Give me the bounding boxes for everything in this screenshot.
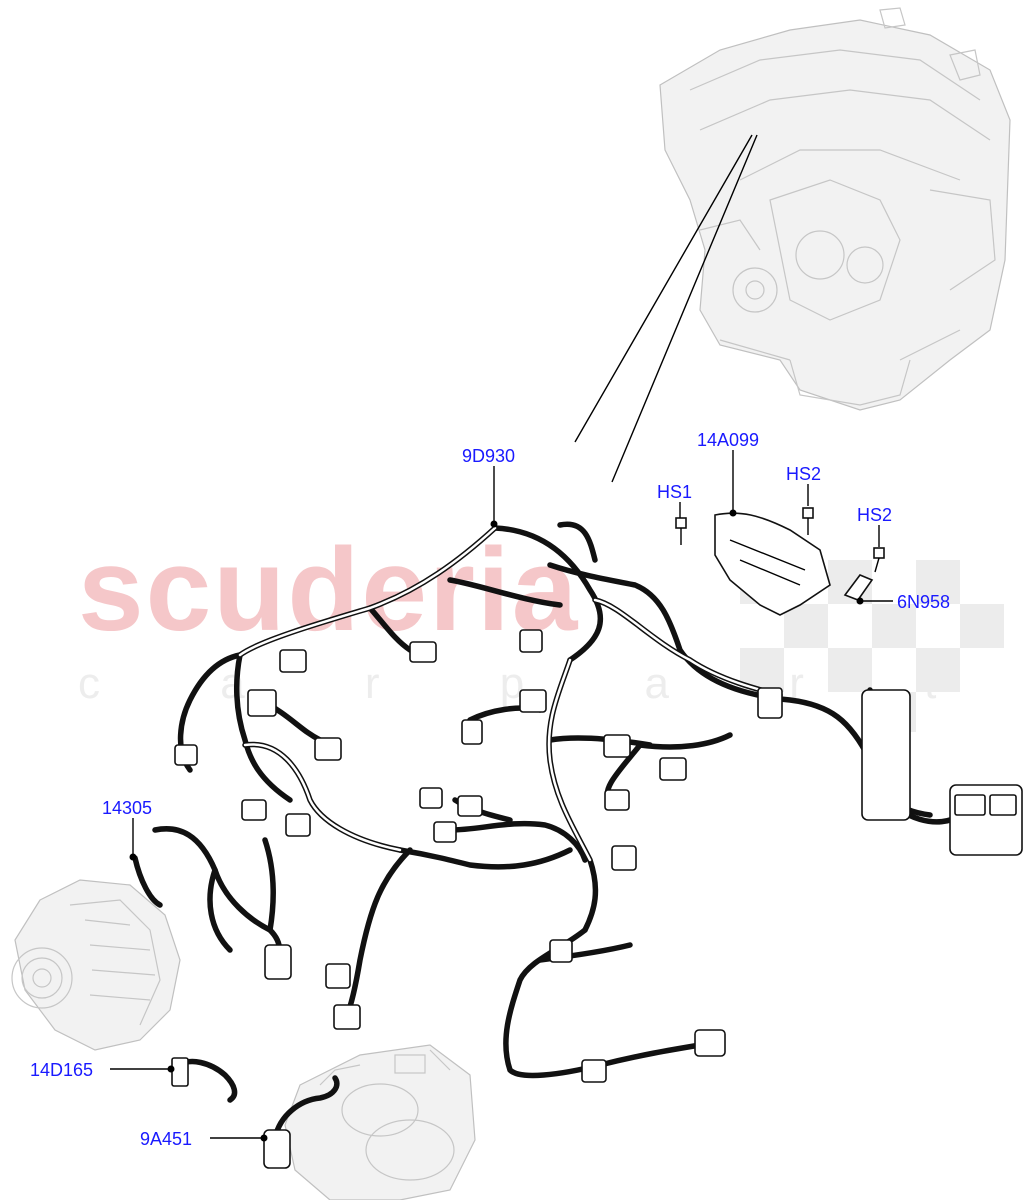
watermark-brand: scuderia bbox=[78, 524, 579, 656]
heat-shield[interactable] bbox=[714, 512, 831, 616]
engine-illustration bbox=[659, 7, 1011, 411]
bracket-14d165[interactable] bbox=[171, 1057, 238, 1103]
connector bbox=[409, 641, 437, 663]
starter-motor-illustration bbox=[284, 1044, 476, 1200]
alternator-illustration bbox=[11, 879, 181, 1051]
connector bbox=[333, 1004, 361, 1030]
callout-leaders bbox=[110, 450, 893, 1142]
harness-clip bbox=[757, 687, 783, 719]
label-14a099[interactable]: 14A099 bbox=[697, 430, 759, 450]
connector bbox=[279, 649, 307, 673]
bulkhead-connector bbox=[861, 689, 911, 821]
connector bbox=[174, 744, 198, 766]
connector bbox=[604, 789, 630, 811]
harness-highlight bbox=[238, 526, 782, 862]
connector bbox=[519, 629, 543, 653]
bolt-hs2-clip[interactable] bbox=[873, 547, 885, 573]
label-14d165[interactable]: 14D165 bbox=[30, 1060, 93, 1080]
connector bbox=[519, 689, 547, 713]
label-9d930[interactable]: 9D930 bbox=[462, 446, 515, 466]
connector bbox=[285, 813, 311, 837]
alternator-harness[interactable] bbox=[132, 855, 163, 908]
connector bbox=[241, 799, 267, 821]
connector bbox=[247, 689, 277, 717]
connector bbox=[314, 737, 342, 761]
connector bbox=[549, 939, 573, 963]
connector bbox=[457, 795, 483, 817]
checkered-flag-watermark bbox=[740, 560, 1004, 732]
label-hs2-clip[interactable]: HS2 bbox=[857, 505, 892, 525]
connector bbox=[419, 787, 443, 809]
label-14305[interactable]: 14305 bbox=[102, 798, 152, 818]
bolt-hs1[interactable] bbox=[675, 517, 687, 545]
connector bbox=[325, 963, 351, 989]
connector bbox=[603, 734, 631, 758]
connector bbox=[264, 944, 292, 980]
label-9a451[interactable]: 9A451 bbox=[140, 1129, 192, 1149]
connector bbox=[954, 794, 986, 816]
starter-harness[interactable] bbox=[263, 1075, 340, 1169]
clip-6n958[interactable] bbox=[843, 574, 874, 601]
connector bbox=[461, 719, 483, 745]
label-6n958[interactable]: 6N958 bbox=[897, 592, 950, 612]
connector bbox=[694, 1029, 726, 1057]
connector bbox=[989, 794, 1017, 816]
bolt-hs2-shield[interactable] bbox=[802, 507, 814, 535]
label-hs1[interactable]: HS1 bbox=[657, 482, 692, 502]
label-hs2-shield[interactable]: HS2 bbox=[786, 464, 821, 484]
connector bbox=[433, 821, 457, 843]
harness-connectors bbox=[174, 629, 1023, 1083]
connector bbox=[611, 845, 637, 871]
connector bbox=[659, 757, 687, 781]
connector bbox=[581, 1059, 607, 1083]
engine-pointer-lines bbox=[574, 134, 758, 483]
